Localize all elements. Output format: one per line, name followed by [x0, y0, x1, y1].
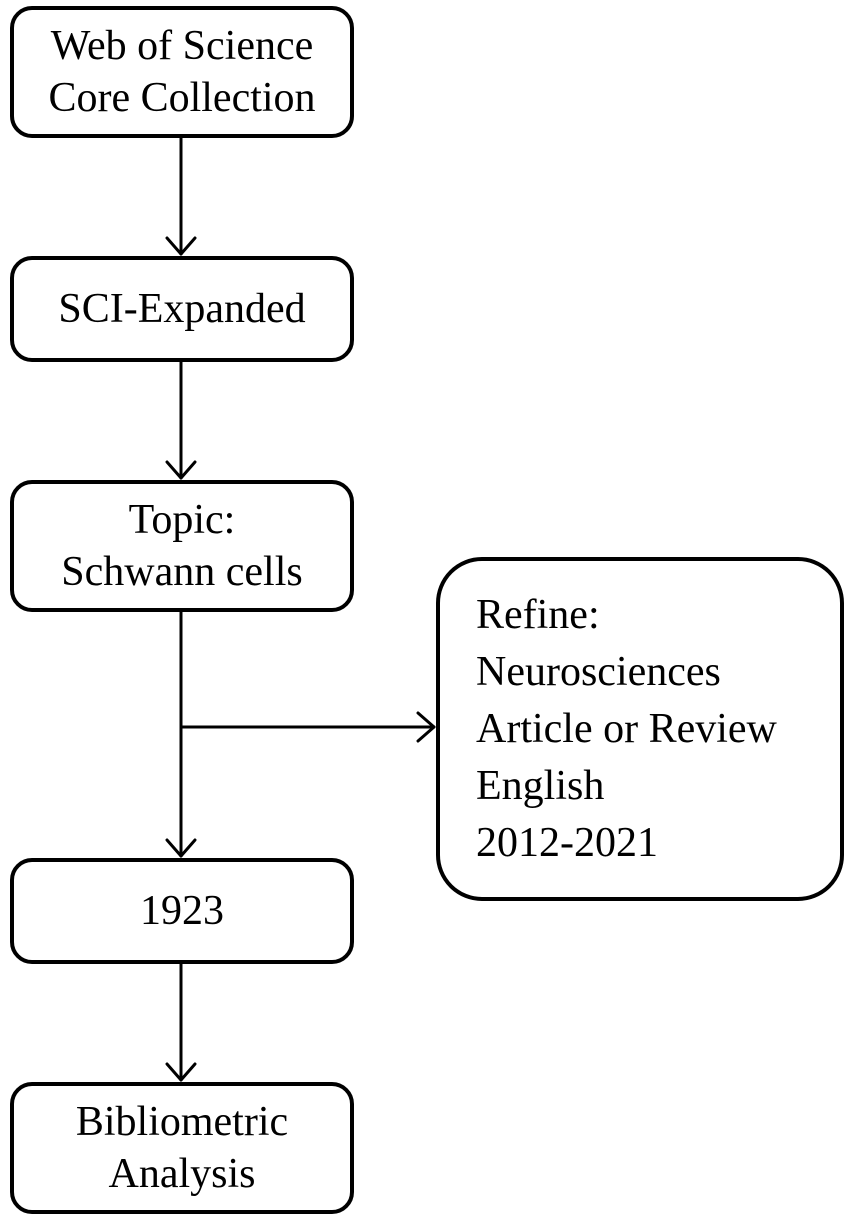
- arrowhead-topic-to-result: [165, 838, 197, 858]
- refine-criterion-timespan: 2012-2021: [476, 819, 658, 866]
- result-count: 1923: [140, 888, 224, 934]
- topic-line-2: Schwann cells: [61, 549, 303, 595]
- refine-criterion-language: English: [476, 762, 605, 809]
- source-database-box: Web of Science Core Collection: [10, 6, 354, 138]
- source-line-1: Web of Science: [50, 23, 314, 69]
- topic-box: Topic: Schwann cells: [10, 480, 354, 612]
- analysis-line-2: Analysis: [108, 1151, 256, 1197]
- refine-box: Refine: Neurosciences Article or Review …: [436, 557, 844, 901]
- citation-index-box: SCI-Expanded: [10, 256, 354, 362]
- topic-line-1: Topic:: [128, 497, 236, 543]
- analysis-box: Bibliometric Analysis: [10, 1082, 354, 1214]
- source-line-2: Core Collection: [48, 75, 316, 121]
- refine-criterion-category: Neurosciences: [476, 648, 721, 695]
- analysis-line-1: Bibliometric: [75, 1099, 289, 1145]
- refine-heading: Refine:: [476, 591, 600, 638]
- citation-index-label: SCI-Expanded: [58, 286, 306, 332]
- result-count-box: 1923: [10, 858, 354, 964]
- arrowhead-to-refine: [416, 711, 436, 743]
- arrowhead-result-to-analysis: [165, 1062, 197, 1082]
- arrowhead-source-to-index: [165, 236, 197, 256]
- refine-criterion-document-type: Article or Review: [476, 705, 777, 752]
- arrowhead-index-to-topic: [165, 460, 197, 480]
